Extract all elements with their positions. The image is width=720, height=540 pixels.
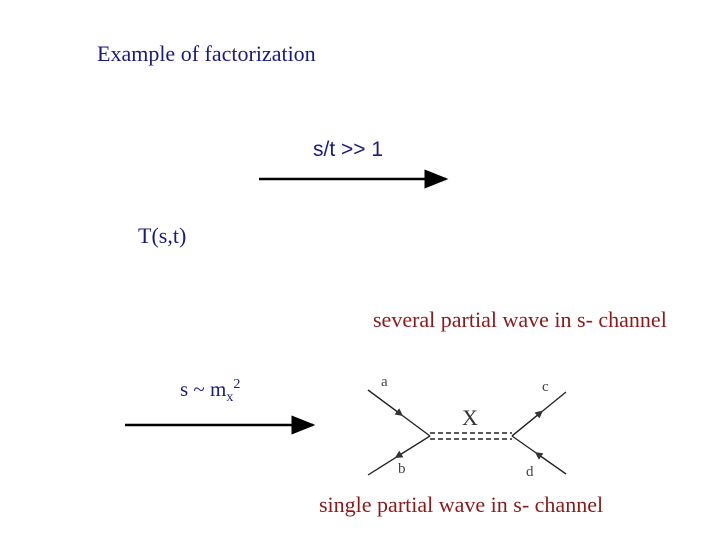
resonance-condition-prefix: s ~ m — [180, 377, 227, 401]
label-d: d — [526, 464, 534, 480]
amplitude-label: T(s,t) — [138, 223, 187, 248]
high-energy-condition: s/t >> 1 — [313, 138, 384, 161]
resonance-mass-superscript: 2 — [233, 377, 241, 392]
resonance-condition: s ~ mx2 — [180, 377, 240, 406]
line-a-arrow — [367, 389, 404, 417]
several-partial-waves-text: several partial wave in s- channel — [373, 307, 667, 332]
line-d-arrow — [534, 452, 567, 475]
resonance-mass-subscript: x — [226, 390, 234, 406]
slide-title: Example of factorization — [97, 41, 316, 66]
label-a: a — [381, 374, 388, 390]
feynman-diagram: a b c d X — [367, 374, 567, 480]
line-c-arrow — [511, 410, 544, 437]
label-exchange: X — [462, 405, 478, 430]
single-partial-wave-text: single partial wave in s- channel — [319, 492, 604, 517]
line-b-arrow — [394, 435, 431, 459]
label-c: c — [542, 379, 549, 395]
label-b: b — [398, 461, 406, 477]
